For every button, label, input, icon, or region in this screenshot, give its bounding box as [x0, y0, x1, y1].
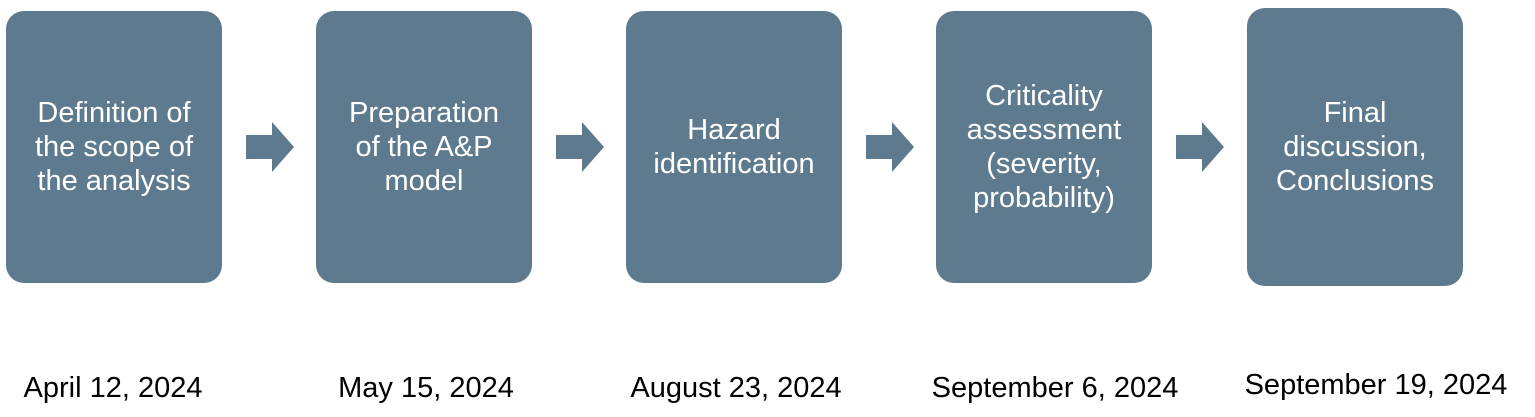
step-box-scope-definition: Definition of the scope of the analysis	[6, 11, 222, 283]
step-label: Preparation of the A&P model	[349, 97, 499, 197]
step-date: April 12, 2024	[23, 372, 203, 404]
step-box-hazard-identification: Hazard identification	[626, 11, 842, 283]
step-label: Definition of the scope of the analysis	[35, 97, 193, 197]
step-label: Criticality assessment (severity, probab…	[966, 80, 1122, 214]
right-arrow-icon	[556, 122, 604, 172]
step-date: September 6, 2024	[931, 372, 1179, 404]
step-date: August 23, 2024	[630, 372, 842, 404]
step-date: September 19, 2024	[1244, 369, 1508, 401]
right-arrow-icon	[866, 122, 914, 172]
step-box-criticality-assessment: Criticality assessment (severity, probab…	[936, 11, 1152, 283]
step-box-final-discussion: Final discussion, Conclusions	[1247, 8, 1463, 286]
right-arrow-icon	[246, 122, 294, 172]
step-label: Hazard identification	[653, 114, 815, 180]
right-arrow-icon	[1176, 122, 1224, 172]
step-label: Final discussion, Conclusions	[1276, 97, 1434, 197]
step-date: May 15, 2024	[338, 372, 514, 404]
step-box-model-preparation: Preparation of the A&P model	[316, 11, 532, 283]
